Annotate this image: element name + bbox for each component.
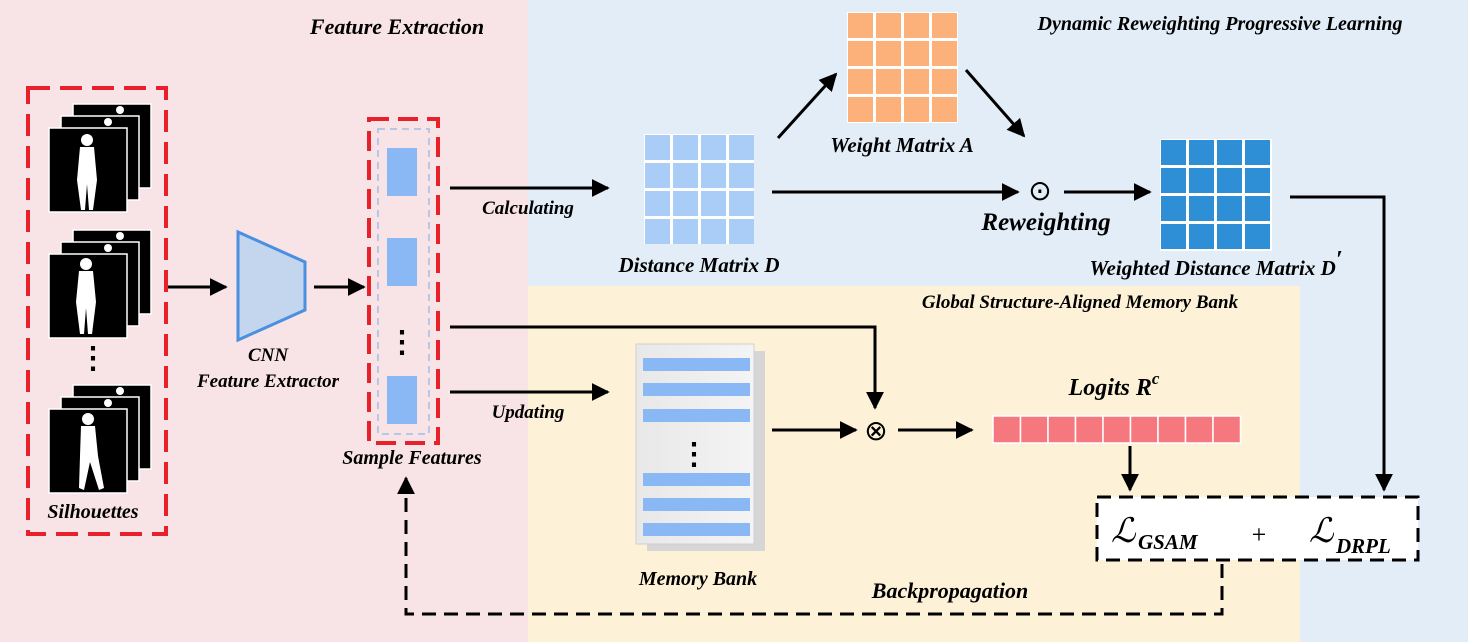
arrow-distance-to-weight [776,72,838,140]
arrow-backpropagation [397,476,1224,616]
feature-block [387,148,417,196]
silhouettes-label: Silhouettes [47,501,138,523]
arrow-weighted-to-loss [1290,195,1393,492]
svg-text:GSAM: GSAM [1138,530,1199,554]
silhouette-stack-3 [48,384,152,494]
logits-vector [992,415,1242,444]
arrow-weight-to-hadamard [964,69,1026,138]
distance-matrix [644,134,754,244]
svg-text:DRPL: DRPL [1335,534,1391,558]
feature-block [387,376,417,424]
gsam-title: Global Structure-Aligned Memory Bank [922,292,1239,313]
cnn-label-line2: Feature Extractor [196,371,340,392]
loss-drpl: ℒ DRPL [1309,511,1391,558]
cnn-trapezoid [236,229,307,343]
memory-bank [635,343,765,551]
feature-block [387,238,417,286]
silhouette-person-icon [76,258,96,334]
silhouette-person-icon [79,413,104,490]
cnn-label-line1: CNN [248,345,289,366]
weighted-distance-matrix-label: Weighted Distance Matrix D′ [1089,247,1342,280]
loss-gsam: ℒ GSAM [1111,511,1199,554]
hadamard-operator: ⊙ [1028,174,1051,207]
arrow-features-to-product [450,325,884,410]
svg-text:ℒ: ℒ [1309,511,1335,551]
loss-plus: + [1252,520,1267,549]
distance-matrix-label: Distance Matrix D [617,253,779,277]
memory-bank-vdots: ⋮ [679,438,709,471]
weighted-distance-matrix [1160,139,1272,251]
features-vdots: ⋮ [387,326,417,359]
logits-label: Logits Rc [1068,369,1160,401]
silhouette-stack-1 [48,103,152,213]
weight-matrix [847,12,958,123]
weight-matrix-label: Weight Matrix A [830,133,974,157]
calculating-label: Calculating [482,198,574,219]
backpropagation-label: Backpropagation [871,578,1028,603]
memory-bank-label: Memory Bank [638,568,757,590]
loss-box [1095,495,1420,562]
reweighting-label: Reweighting [980,209,1110,236]
silhouettes-box [26,86,168,536]
sample-features-inner-box [377,128,430,435]
feature-extraction-title: Feature Extraction [309,14,484,39]
silhouette-person-icon [77,134,97,210]
product-operator: ⊗ [864,414,887,447]
sample-features-label: Sample Features [342,447,482,469]
updating-label: Updating [492,402,565,423]
sample-features-box [367,117,440,445]
drpl-title: Dynamic Reweighting Progressive Learning [1037,13,1403,35]
silhouette-stack-2 [48,229,152,339]
svg-text:ℒ: ℒ [1111,511,1137,551]
silhouettes-vdots: ⋮ [78,342,108,375]
